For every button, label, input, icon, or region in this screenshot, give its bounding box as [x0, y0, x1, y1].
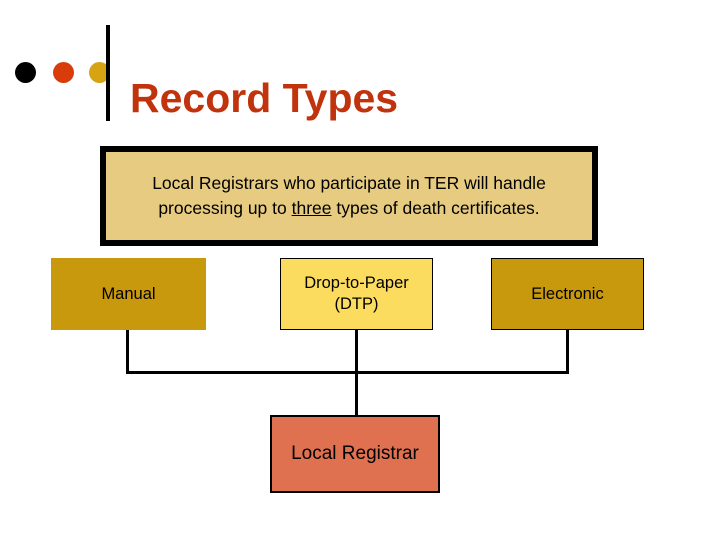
bullet-dot-red-icon [53, 62, 74, 83]
record-type-label-drop-to-paper: Drop-to-Paper (DTP) [304, 273, 409, 315]
destination-box-local-registrar[interactable]: Local Registrar [270, 415, 440, 493]
intro-text-after: types of death certificates. [331, 198, 540, 218]
connector-horizontal-rail [126, 371, 569, 374]
connector-stub-electronic [566, 330, 569, 374]
record-type-box-drop-to-paper[interactable]: Drop-to-Paper (DTP) [280, 258, 433, 330]
title-divider-rule [106, 25, 110, 121]
record-type-label-manual: Manual [101, 284, 156, 303]
record-type-box-manual[interactable]: Manual [51, 258, 206, 330]
bullet-dot-gold-icon [89, 62, 110, 83]
title-bullet-group [14, 62, 110, 86]
bullet-dot-black-icon [15, 62, 36, 83]
connector-stub-manual [126, 330, 129, 374]
page-title: Record Types [130, 75, 399, 122]
record-type-box-electronic[interactable]: Electronic [491, 258, 644, 330]
record-type-label-dtp-line2: (DTP) [334, 295, 379, 313]
record-type-label-electronic: Electronic [531, 284, 604, 303]
intro-text-before: Local Registrars who participate in TER … [152, 173, 546, 218]
record-type-label-dtp-line1: Drop-to-Paper [304, 274, 409, 292]
destination-label-local-registrar: Local Registrar [291, 443, 419, 464]
intro-text-emphasis: three [291, 198, 332, 218]
intro-callout-text: Local Registrars who participate in TER … [106, 171, 592, 221]
intro-callout-box: Local Registrars who participate in TER … [100, 146, 598, 246]
